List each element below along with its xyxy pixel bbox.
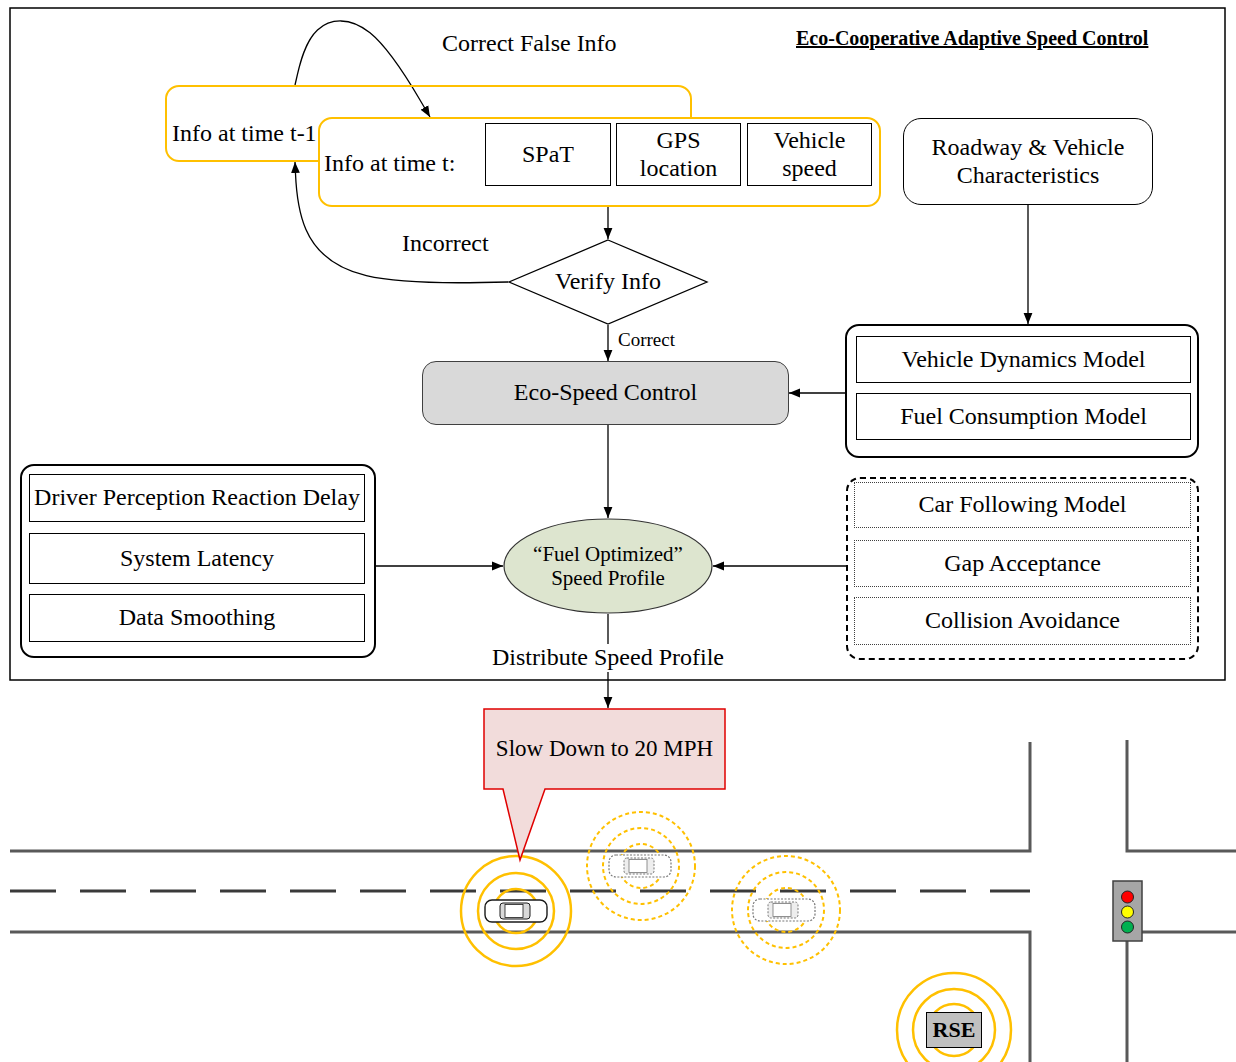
node-label: Info at time t: [324, 150, 455, 178]
constraint-box: Car Following Model [854, 482, 1191, 528]
node-label: RSE [933, 1017, 976, 1042]
road-edge [1127, 740, 1236, 851]
node-label: System Latency [120, 545, 274, 573]
node-label: Vehicle Dynamics Model [902, 346, 1146, 374]
signal-ring [732, 856, 840, 964]
node-label: Car Following Model [919, 491, 1127, 519]
car-body [753, 899, 815, 921]
traffic-light-housing [1113, 881, 1142, 941]
output-ellipse: “Fuel Optimized” Speed Profile [503, 518, 713, 614]
decision-diamond: Verify Info [508, 239, 708, 325]
car-roof [773, 904, 791, 917]
node-label: SPaT [522, 141, 574, 169]
constraint-group: Car Following ModelGap AcceptanceCollisi… [846, 477, 1199, 660]
connector-arrow [607, 425, 608, 518]
node-label: Gap Acceptance [944, 550, 1101, 578]
signal-ring [897, 973, 1011, 1062]
signal-ring [461, 856, 571, 966]
connector-arrow [1027, 205, 1028, 324]
car-roof [629, 860, 647, 873]
green-light [1122, 921, 1134, 933]
node-label: Collision Avoidance [925, 607, 1120, 635]
car-roof [505, 905, 523, 918]
signal-ring [603, 828, 679, 904]
roadside-unit: RSE [926, 1012, 982, 1048]
speed-callout: Slow Down to 20 MPH [483, 708, 726, 790]
process-box: Eco-Speed Control [422, 361, 789, 425]
data-box: Vehicle speed [747, 123, 872, 186]
node-label: “Fuel Optimized” Speed Profile [526, 542, 691, 590]
car-cabin [768, 902, 798, 918]
diamond-outline [509, 240, 707, 324]
road-edge [1127, 932, 1236, 1062]
node-label: Vehicle speed [754, 127, 866, 182]
factor-box: Data Smoothing [29, 594, 365, 642]
signal-ring [587, 812, 695, 920]
node-label: Slow Down to 20 MPH [496, 736, 713, 762]
car-body [485, 900, 547, 922]
car-cabin [500, 903, 530, 919]
data-box: SPaT [485, 123, 611, 186]
edge-label: Distribute Speed Profile [490, 644, 726, 672]
model-group: Vehicle Dynamics ModelFuel Consumption M… [845, 324, 1199, 458]
factor-group: Driver Perception Reaction DelaySystem L… [20, 464, 376, 658]
car [753, 899, 815, 921]
node-label: Data Smoothing [119, 604, 276, 632]
model-box: Fuel Consumption Model [856, 393, 1191, 440]
connector-arrow [607, 207, 608, 239]
edge-label: Incorrect [400, 230, 491, 258]
diagram-title: Eco-Cooperative Adaptive Speed Control [796, 27, 1148, 50]
connector-arrow [607, 325, 608, 361]
node-label: Eco-Speed Control [514, 379, 697, 407]
node-label: Info at time t-1 [172, 120, 317, 148]
ellipse-outline [504, 519, 712, 613]
constraint-box: Gap Acceptance [854, 540, 1191, 587]
car-cabin [624, 858, 654, 874]
factor-box: Driver Perception Reaction Delay [29, 474, 365, 522]
car [609, 855, 671, 877]
node-label: Driver Perception Reaction Delay [34, 484, 360, 512]
factor-box: System Latency [29, 533, 365, 584]
car [485, 900, 547, 922]
connector-arrow [376, 565, 503, 566]
yellow-light [1122, 906, 1134, 918]
frame-border [10, 8, 1225, 680]
callout-outline [484, 709, 725, 860]
connector-arrow [295, 21, 430, 117]
node-label: Roadway & Vehicle Characteristics [912, 134, 1144, 189]
connector-arrow [789, 392, 845, 393]
road-edge [10, 932, 1030, 1062]
node-label: Verify Info [555, 268, 661, 296]
car-body [609, 855, 671, 877]
node-label: Fuel Consumption Model [900, 403, 1147, 431]
model-box: Vehicle Dynamics Model [856, 336, 1191, 383]
input-box: Roadway & Vehicle Characteristics [903, 118, 1153, 205]
red-light [1122, 891, 1134, 903]
data-box: GPS location [616, 123, 741, 186]
signal-ring [478, 873, 554, 949]
edge-label: Correct [616, 329, 677, 351]
signal-ring [748, 872, 824, 948]
current-info-box: Info at time t: SPaT GPS location Vehicle s… [318, 117, 881, 207]
edge-label: Correct False Info [440, 30, 619, 58]
signal-ring [913, 989, 995, 1062]
connector-arrow [713, 565, 846, 566]
constraint-box: Collision Avoidance [854, 597, 1191, 645]
node-label: GPS location [623, 127, 735, 182]
